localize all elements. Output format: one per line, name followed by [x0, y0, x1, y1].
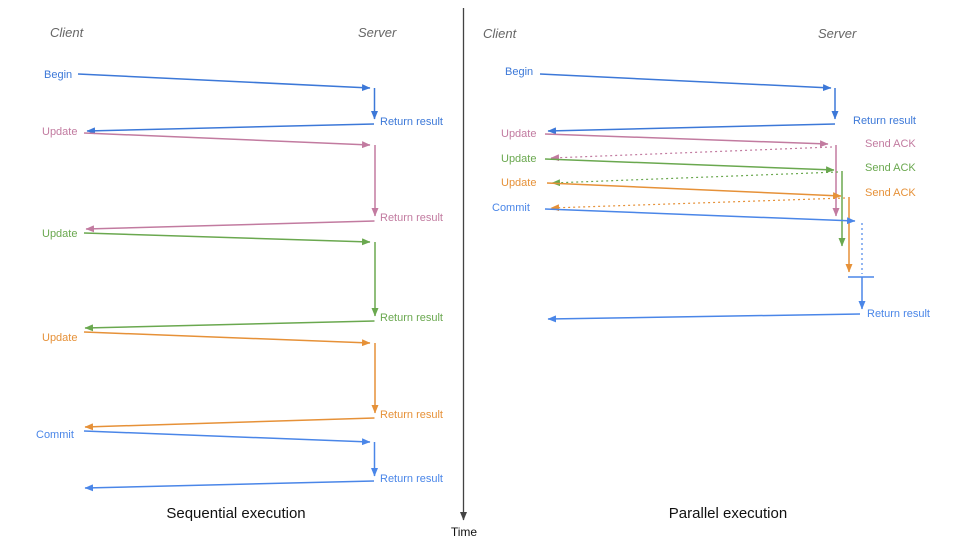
seq-commit-return-arrow [84, 480, 375, 492]
par-update2-ack-arrow [551, 171, 839, 187]
par-update1-exchange: Update Send ACK [501, 128, 916, 217]
par-begin-exchange: Begin Return result [505, 66, 916, 135]
seq-begin-response-label: Return result [380, 116, 443, 128]
par-update1-ack-arrow [550, 146, 833, 162]
sequential-caption: Sequential execution [166, 505, 305, 522]
sequential-panel: Client Server Begin Return result Update… [36, 25, 443, 522]
par-begin-return-arrow [547, 123, 836, 135]
par-update3-request-arrow [546, 182, 842, 200]
seq-update1-request-arrow [83, 132, 371, 149]
seq-update2-label: Update [42, 228, 77, 240]
par-begin-request-arrow [539, 73, 832, 92]
par-update1-request-arrow [544, 133, 829, 148]
par-commit-request-arrow [544, 208, 856, 225]
par-begin-response-label: Return result [853, 115, 916, 127]
parallel-client-header: Client [483, 26, 518, 41]
seq-update3-label: Update [42, 332, 77, 344]
seq-commit-response-label: Return result [380, 473, 443, 485]
par-commit-response-label: Return result [867, 308, 930, 320]
seq-commit-exchange: Commit Return result [36, 429, 443, 492]
sequential-client-header: Client [50, 25, 85, 40]
seq-begin-label: Begin [44, 69, 72, 81]
seq-commit-label: Commit [36, 429, 74, 441]
seq-update1-exchange: Update Return result [42, 126, 443, 233]
seq-update1-response-label: Return result [380, 212, 443, 224]
parallel-caption: Parallel execution [669, 505, 787, 522]
par-update2-exchange: Update Send ACK [501, 153, 916, 247]
seq-begin-request-arrow [77, 73, 371, 92]
par-update3-ack-arrow [550, 197, 846, 212]
par-commit-return-arrow [547, 313, 861, 323]
seq-update2-response-label: Return result [380, 312, 443, 324]
seq-update1-return-arrow [85, 220, 375, 233]
seq-begin-return-arrow [86, 123, 375, 135]
par-update1-label: Update [501, 128, 536, 140]
parallel-panel: Client Server Begin Return result Update… [483, 26, 930, 522]
seq-update3-exchange: Update Return result [42, 331, 443, 431]
sequential-server-header: Server [358, 25, 397, 40]
parallel-server-header: Server [818, 26, 857, 41]
seq-update2-return-arrow [84, 320, 375, 332]
par-update3-ack-label: Send ACK [865, 187, 916, 199]
time-axis-label: Time [451, 525, 478, 539]
seq-update3-return-arrow [84, 417, 375, 431]
par-begin-label: Begin [505, 66, 533, 78]
seq-update1-label: Update [42, 126, 77, 138]
par-commit-label: Commit [492, 202, 530, 214]
seq-commit-request-arrow [83, 430, 371, 446]
seq-begin-exchange: Begin Return result [44, 69, 443, 135]
time-axis: Time [451, 8, 478, 539]
par-commit-exchange: Commit Return result [492, 202, 930, 323]
par-update2-ack-label: Send ACK [865, 162, 916, 174]
seq-update3-response-label: Return result [380, 409, 443, 421]
par-update2-request-arrow [544, 158, 835, 174]
par-update1-ack-label: Send ACK [865, 138, 916, 150]
par-update3-exchange: Update Send ACK [501, 177, 916, 273]
seq-update3-request-arrow [83, 331, 371, 347]
seq-update2-request-arrow [83, 232, 371, 246]
seq-update2-exchange: Update Return result [42, 228, 443, 332]
par-update3-label: Update [501, 177, 536, 189]
par-update2-label: Update [501, 153, 536, 165]
